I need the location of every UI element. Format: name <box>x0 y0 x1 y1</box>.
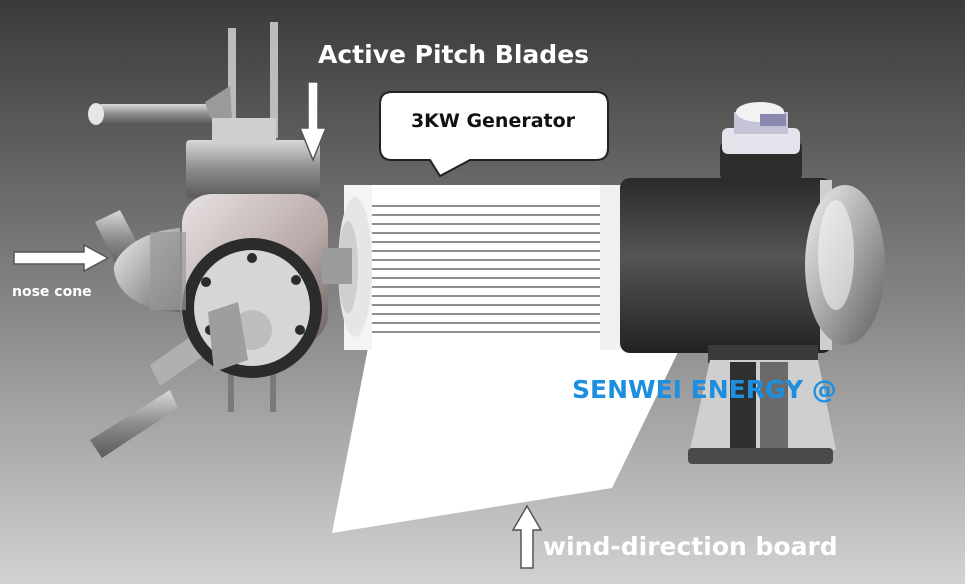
down-arrow-icon <box>298 81 328 162</box>
tower-mount <box>688 345 836 464</box>
nose-cone-label: nose cone <box>12 284 92 300</box>
generator-label: 3KW Generator <box>410 110 576 132</box>
nose-cone <box>113 228 186 312</box>
brand-watermark: SENWEI ENERGY @ <box>572 375 837 404</box>
up-arrow-icon <box>511 504 543 569</box>
generator-housing <box>620 178 885 353</box>
rotor-hub <box>182 118 352 378</box>
generator-callout <box>379 91 609 178</box>
wind-direction-board <box>332 348 680 533</box>
generator-finned-body <box>338 185 626 350</box>
wind-direction-board-label: wind-direction board <box>543 532 838 561</box>
top-sensor-dome <box>720 102 802 182</box>
right-arrow-icon <box>13 243 110 273</box>
pitch-blades-label: Active Pitch Blades <box>318 40 590 69</box>
